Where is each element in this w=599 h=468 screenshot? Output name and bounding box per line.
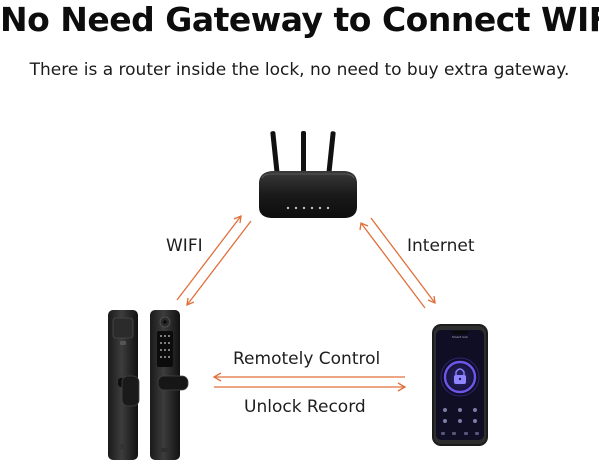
arrow-phone-lock — [212, 372, 407, 392]
arrow-router-phone — [359, 217, 436, 309]
unlock-record-label: Unlock Record — [244, 397, 366, 417]
lock-keypad-panel — [150, 310, 189, 460]
smart-door-lock-icon — [108, 310, 140, 460]
page-subtitle: There is a router inside the lock, no ne… — [29, 60, 570, 80]
phone-screen: Smart lock — [436, 330, 484, 440]
page-title: No Need Gateway to Connect WIFI — [0, 0, 599, 39]
remote-control-label: Remotely Control — [233, 349, 381, 369]
smartphone-app-icon — [432, 324, 488, 446]
internet-label: Internet — [407, 236, 475, 256]
wifi-router-icon — [259, 131, 357, 218]
app-title: Smart lock — [451, 335, 469, 339]
wifi-label: WIFI — [166, 236, 203, 256]
arrow-lock-router — [176, 214, 252, 307]
